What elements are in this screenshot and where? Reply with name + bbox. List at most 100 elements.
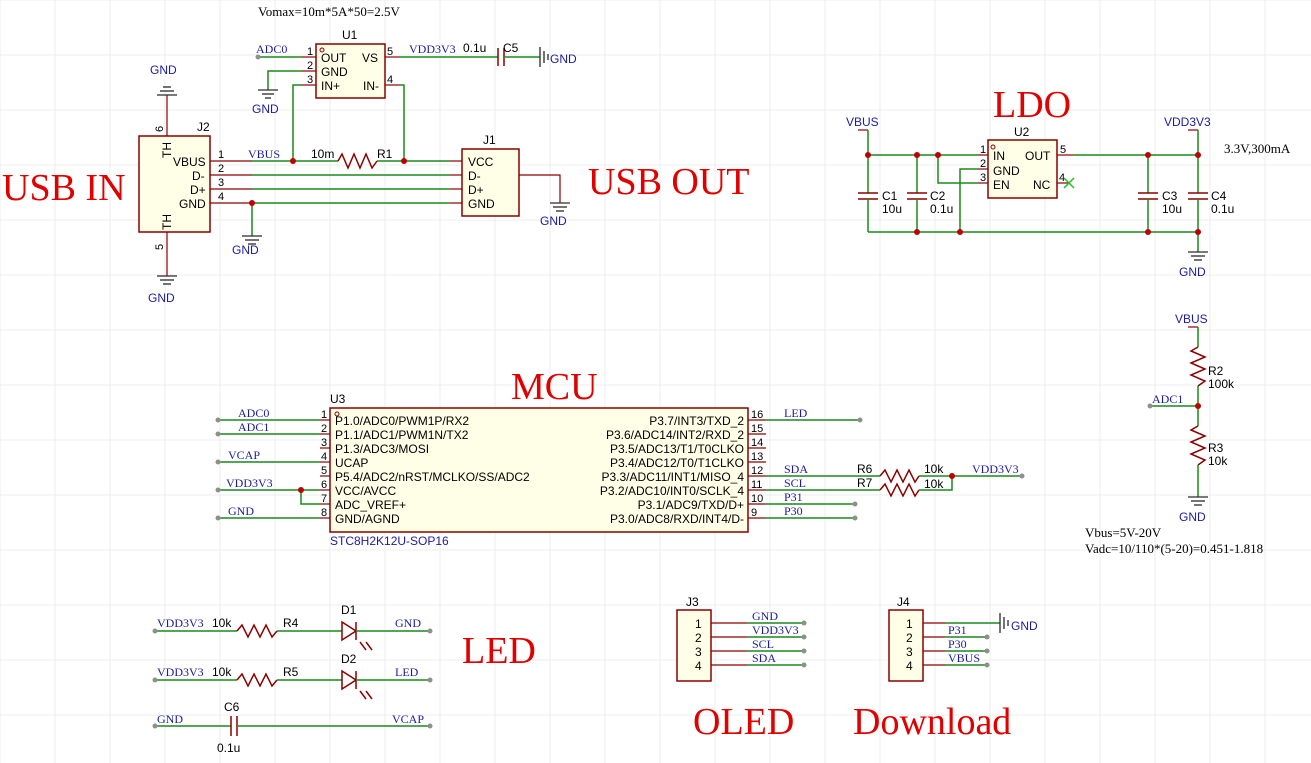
j4-ref: J4 bbox=[897, 595, 910, 609]
j3-body[interactable] bbox=[676, 609, 712, 682]
net-vcap-mcu: VCAP bbox=[228, 448, 260, 462]
u2-num1: 1 bbox=[980, 144, 986, 156]
net-adc0-mcu: ADC0 bbox=[238, 406, 269, 420]
r2-ref: R2 bbox=[1208, 364, 1224, 378]
net-end-d1-vdd bbox=[152, 628, 158, 634]
j3-num3: 3 bbox=[695, 645, 702, 659]
net-end-vcap-mcu bbox=[215, 459, 221, 465]
net-end-p30-mcu bbox=[852, 515, 858, 521]
u3-left-pin-number: 7 bbox=[321, 493, 327, 505]
u2-pin1-mark bbox=[990, 144, 996, 150]
c6-ref: C6 bbox=[224, 700, 240, 714]
c1-ref: C1 bbox=[882, 189, 898, 203]
u3-right-pin-number: 14 bbox=[751, 437, 763, 449]
u3-pin1-mark bbox=[334, 411, 340, 417]
junction-ldo-4 bbox=[1145, 152, 1151, 158]
j4-gnd-label: GND bbox=[1011, 619, 1038, 633]
c5-ref: C5 bbox=[503, 41, 519, 55]
ldo-vdd3v3-label: VDD3V3 bbox=[1164, 115, 1211, 129]
junction-ldo-3 bbox=[935, 152, 941, 158]
j1-pin-dm: D- bbox=[468, 169, 481, 183]
r4-symbol[interactable] bbox=[236, 623, 278, 639]
junction-vref bbox=[298, 487, 304, 493]
u1-pin-inp: IN+ bbox=[321, 79, 340, 93]
net-adc1-mcu: ADC1 bbox=[238, 420, 269, 434]
d1-symbol[interactable] bbox=[341, 620, 358, 642]
u2-pin-gnd: GND bbox=[993, 164, 1020, 178]
j1-body[interactable] bbox=[461, 148, 520, 217]
u3-right-pin-number: 11 bbox=[751, 479, 762, 491]
u3-left-pin-name: ADC_VREF+ bbox=[335, 498, 406, 512]
j2-num3: 3 bbox=[218, 177, 224, 189]
junction-ldo-1 bbox=[865, 152, 871, 158]
r1-ref: R1 bbox=[377, 147, 393, 161]
r5-symbol[interactable] bbox=[236, 672, 278, 688]
u3-right-pin-name: P3.2/ADC10/INT0/SCLK_4 bbox=[600, 484, 744, 498]
wire-u2-en bbox=[937, 155, 978, 184]
r6-ref: R6 bbox=[857, 462, 873, 476]
net-end-d2-vdd bbox=[152, 677, 158, 683]
net-vdd3v3-d1: VDD3V3 bbox=[157, 616, 204, 630]
download-section: Download J4 1 2 3 4 GND P31 P30 VBUS bbox=[853, 595, 1038, 743]
r5-value: 10k bbox=[212, 665, 232, 679]
u3-right-pin-name: P3.1/ADC9/TXD/D+ bbox=[638, 498, 744, 512]
r3-symbol[interactable] bbox=[1189, 425, 1207, 466]
d2-symbol[interactable] bbox=[341, 669, 358, 691]
oled-section: OLED J3 1 2 3 4 GND VDD3V3 SCL SDA bbox=[676, 595, 807, 743]
r6-value: 10k bbox=[924, 462, 944, 476]
c5-gnd-label: GND bbox=[550, 52, 577, 66]
title-oled: OLED bbox=[693, 701, 794, 743]
net-vdd3v3-pullups: VDD3V3 bbox=[972, 462, 1019, 476]
r7-symbol[interactable] bbox=[879, 482, 920, 498]
d1-ref: D1 bbox=[341, 603, 357, 617]
u3-left-pin-number: 1 bbox=[321, 409, 327, 421]
div-vbus-label: VBUS bbox=[1175, 312, 1208, 326]
c4-value: 0.1u bbox=[1211, 202, 1234, 216]
title-led: LED bbox=[462, 630, 536, 672]
r1-symbol[interactable] bbox=[337, 152, 378, 170]
u1-pin-gnd: GND bbox=[321, 65, 348, 79]
j4-num4: 4 bbox=[906, 659, 913, 673]
wire-vref-mcu bbox=[300, 490, 320, 505]
net-led-d2: LED bbox=[395, 665, 419, 679]
net-end-gnd-mcu bbox=[215, 515, 221, 521]
u1-num2: 2 bbox=[307, 60, 313, 72]
wire-u1-inp bbox=[292, 84, 302, 161]
u1-body[interactable] bbox=[315, 43, 386, 99]
u1-num1: 1 bbox=[307, 46, 313, 58]
j2-num4: 4 bbox=[218, 191, 224, 203]
c3-ref: C3 bbox=[1162, 189, 1178, 203]
title-ldo: LDO bbox=[993, 84, 1071, 126]
j2-body[interactable] bbox=[138, 135, 211, 233]
net-end-adc1-div bbox=[1147, 403, 1153, 409]
net-j3-gnd: GND bbox=[752, 609, 778, 623]
r6-symbol[interactable] bbox=[879, 468, 920, 484]
usb-gnd-label: GND bbox=[232, 243, 259, 257]
j1-gnd-label: GND bbox=[540, 214, 567, 228]
net-end-c6-gnd bbox=[152, 723, 158, 729]
net-end-j3-4 bbox=[801, 662, 807, 668]
net-gnd-c6: GND bbox=[157, 712, 183, 726]
junction-vbus bbox=[290, 158, 296, 164]
led-section: LED VDD3V3 10k R4 D1 GND VDD3V3 10k R5 D… bbox=[152, 603, 536, 755]
j4-num2: 2 bbox=[906, 631, 913, 645]
r2-symbol[interactable] bbox=[1189, 346, 1207, 387]
u3-left-pin-name: VCC/AVCC bbox=[335, 484, 396, 498]
u2-nc-mark-b bbox=[1063, 177, 1075, 189]
net-j4-p30: P30 bbox=[948, 637, 967, 651]
j2-num6: 6 bbox=[154, 126, 166, 132]
u2-body[interactable] bbox=[987, 139, 1058, 199]
j2-th-top: TH bbox=[160, 142, 174, 158]
u3-right-pin-number: 16 bbox=[751, 409, 763, 421]
junction-ldo-2 bbox=[914, 152, 920, 158]
u3-left-pin-number: 8 bbox=[321, 507, 327, 519]
u3-right-pins: 16P3.7/INT3/TXD_215P3.6/ADC14/INT2/RXD_2… bbox=[600, 409, 766, 526]
j4-body[interactable] bbox=[888, 609, 924, 682]
net-vdd3v3-u1: VDD3V3 bbox=[409, 42, 456, 56]
u3-body[interactable] bbox=[329, 407, 749, 533]
c3-value: 10u bbox=[1162, 202, 1182, 216]
j2-pin-gnd: GND bbox=[179, 197, 206, 211]
